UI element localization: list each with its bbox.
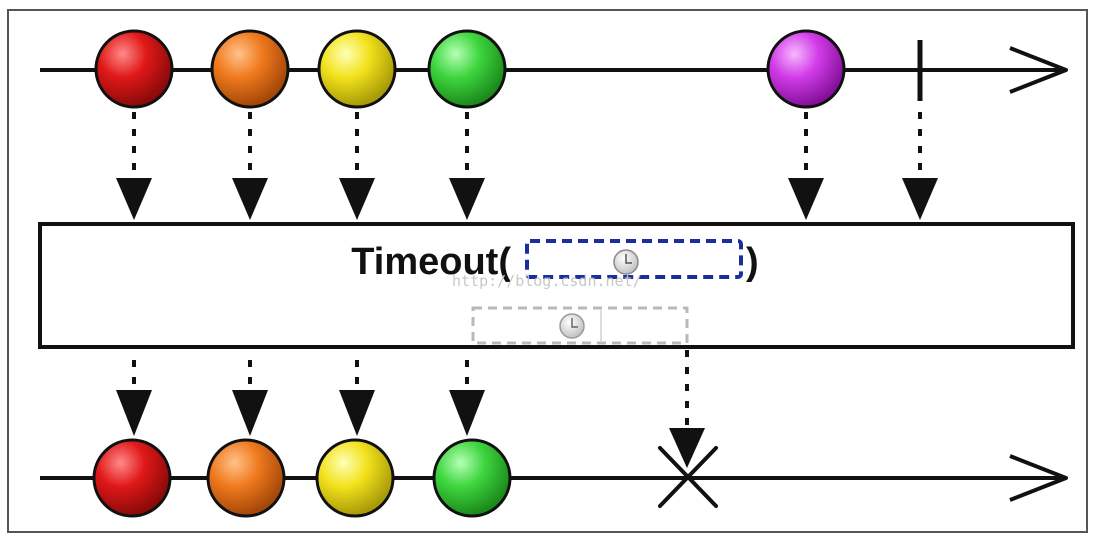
output-marble-orange (206, 438, 286, 518)
output-timeline (40, 438, 1068, 518)
watermark-text: http://blog.csdn.net/ (452, 272, 642, 290)
input-arrows (132, 112, 922, 180)
operator-box-frame (38, 222, 1075, 349)
timeout-duration-box (525, 239, 743, 279)
output-arrowheads (116, 390, 705, 468)
source-marble-yellow (317, 29, 397, 109)
operator-close-paren: ) (746, 241, 759, 283)
output-arrowhead-3 (339, 390, 375, 436)
clock-icon (613, 249, 639, 275)
input-arrowhead-1 (116, 178, 152, 220)
input-arrowheads (116, 178, 938, 220)
operator-label: Timeout( (351, 241, 511, 283)
output-marble-green (432, 438, 512, 518)
source-marble-green (427, 29, 507, 109)
source-timeline-arrowhead (1009, 46, 1068, 94)
diagram-frame (7, 9, 1088, 533)
source-marble-magenta (766, 29, 846, 109)
output-arrowhead-4 (449, 390, 485, 436)
operator-box: Timeout( ) http://blog.csdn.net/ (38, 222, 1075, 349)
input-arrowhead-4 (449, 178, 485, 220)
input-arrowhead-2 (232, 178, 268, 220)
output-marble-red (92, 438, 172, 518)
elapsed-timer-box (471, 306, 689, 345)
output-marble-yellow (315, 438, 395, 518)
output-arrowhead-timeout (669, 428, 705, 468)
source-timeline (40, 29, 1068, 109)
output-arrowhead-2 (232, 390, 268, 436)
input-arrowhead-3 (339, 178, 375, 220)
elapsed-clock-icon (559, 313, 585, 339)
source-marble-orange (210, 29, 290, 109)
input-arrowhead-6 (902, 178, 938, 220)
input-arrowhead-5 (788, 178, 824, 220)
error-x-icon (658, 446, 718, 508)
source-marble-red (94, 29, 174, 109)
output-arrowhead-1 (116, 390, 152, 436)
output-arrows (132, 350, 689, 430)
output-timeline-arrowhead (1009, 454, 1068, 502)
